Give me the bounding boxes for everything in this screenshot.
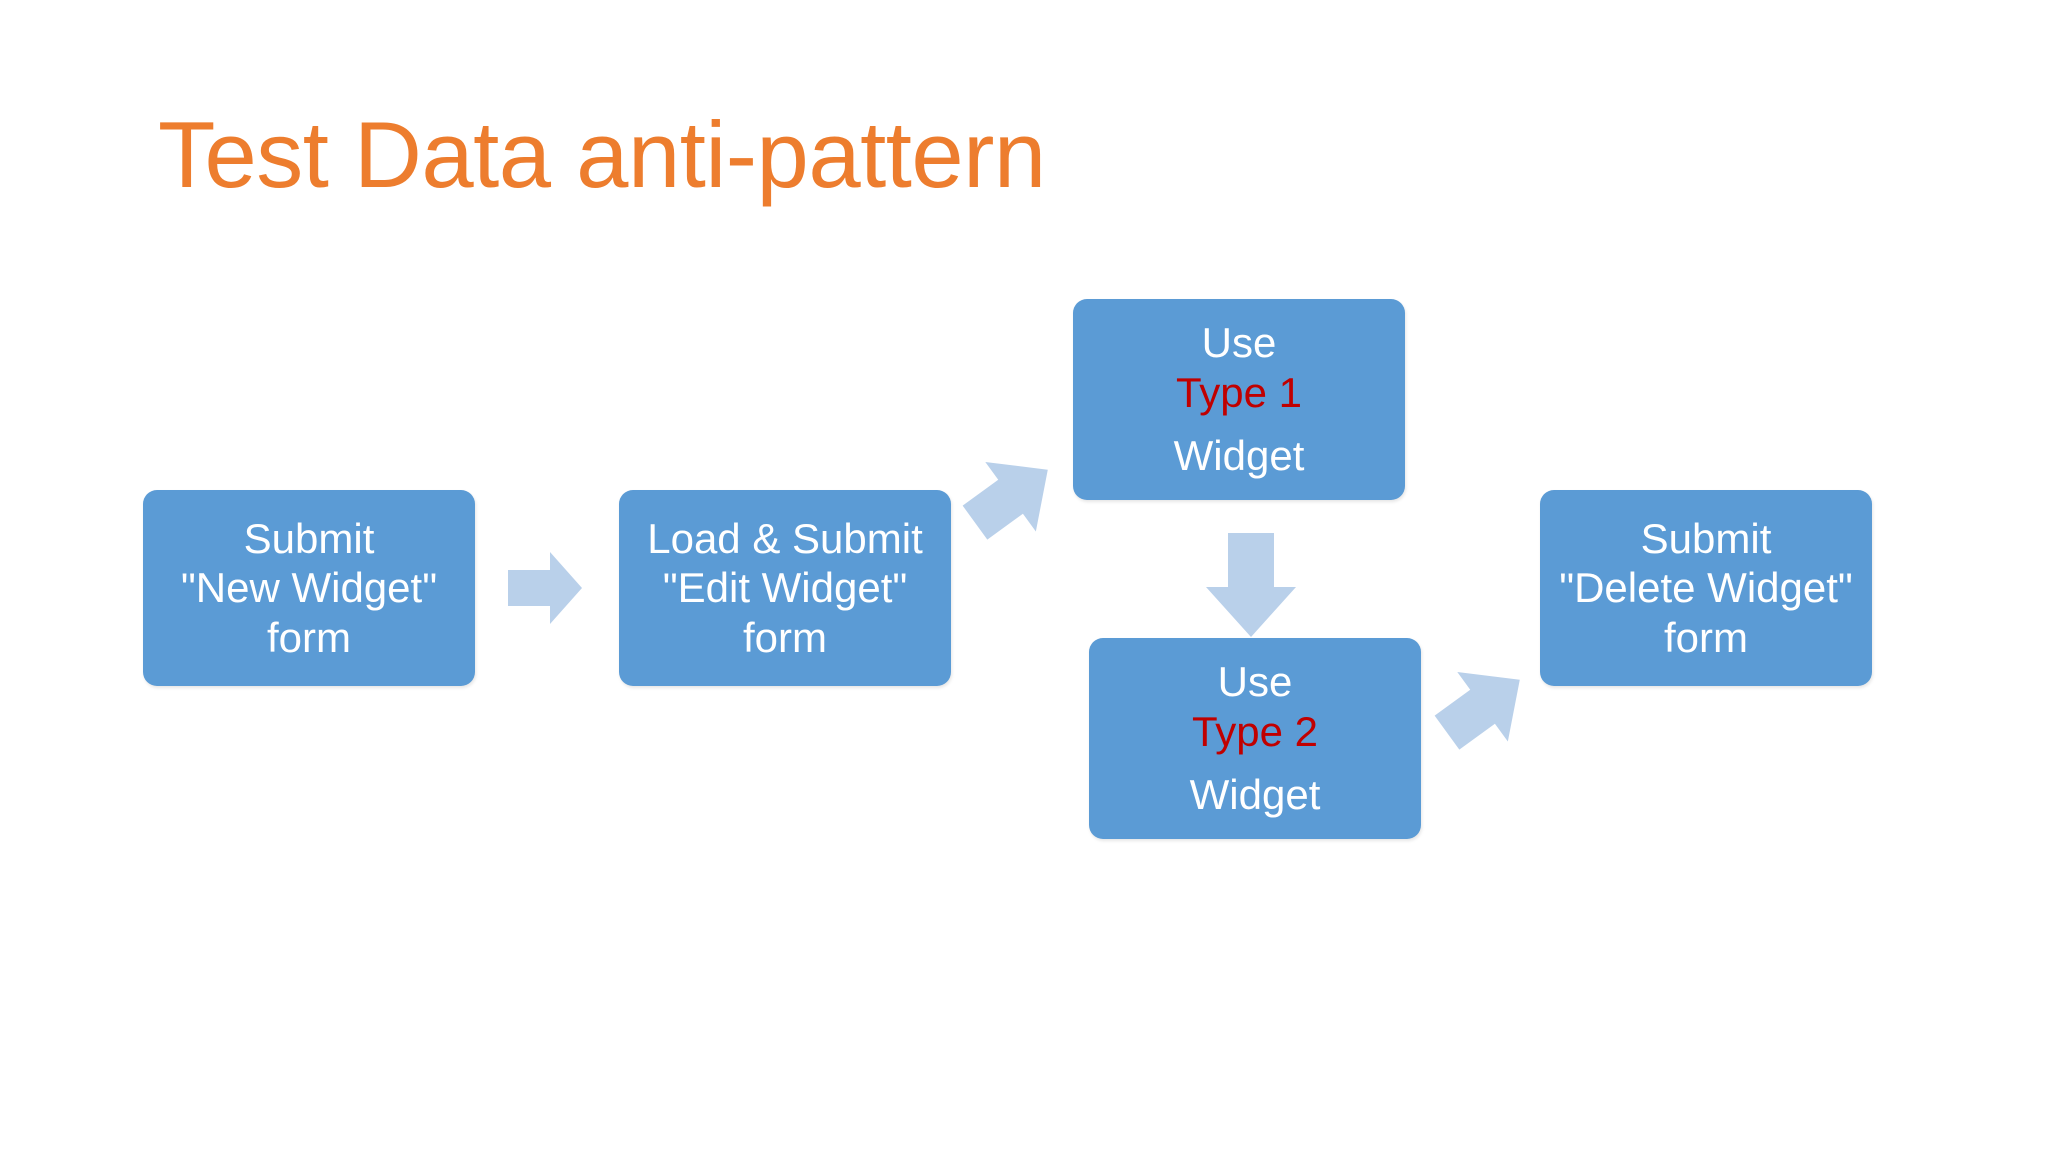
- box-line-1: Submit: [243, 514, 375, 562]
- box-line-3: Widget: [1189, 771, 1321, 819]
- load-submit-edit-widget-box[interactable]: Load & Submit "Edit Widget" form: [619, 490, 951, 686]
- use-type-1-widget-box[interactable]: Use Type 1 Widget: [1073, 299, 1405, 500]
- arrow-right-icon: [500, 548, 590, 628]
- box-line-1: Use: [1201, 319, 1277, 367]
- box-line-1: Use: [1217, 658, 1293, 706]
- arrow-up-right-icon: [948, 430, 1078, 560]
- arrow-down-icon: [1196, 525, 1306, 645]
- box-line-3: form: [743, 613, 827, 661]
- page-title: Test Data anti-pattern: [158, 102, 1046, 207]
- use-type-2-widget-box[interactable]: Use Type 2 Widget: [1089, 638, 1421, 839]
- box-line-1: Submit: [1640, 514, 1772, 562]
- submit-new-widget-box[interactable]: Submit "New Widget" form: [143, 490, 475, 686]
- box-line-3: form: [1664, 613, 1748, 661]
- box-line-2: "Delete Widget": [1559, 564, 1853, 612]
- box-line-3: form: [267, 613, 351, 661]
- box-line-1: Load & Submit: [647, 514, 923, 562]
- box-line-highlight: Type 2: [1191, 707, 1319, 755]
- box-line-2: "New Widget": [180, 564, 438, 612]
- box-line-2: "Edit Widget": [662, 564, 908, 612]
- arrow-up-right-icon: [1420, 640, 1550, 770]
- box-line-3: Widget: [1173, 432, 1305, 480]
- submit-delete-widget-box[interactable]: Submit "Delete Widget" form: [1540, 490, 1872, 686]
- box-line-highlight: Type 1: [1175, 368, 1303, 416]
